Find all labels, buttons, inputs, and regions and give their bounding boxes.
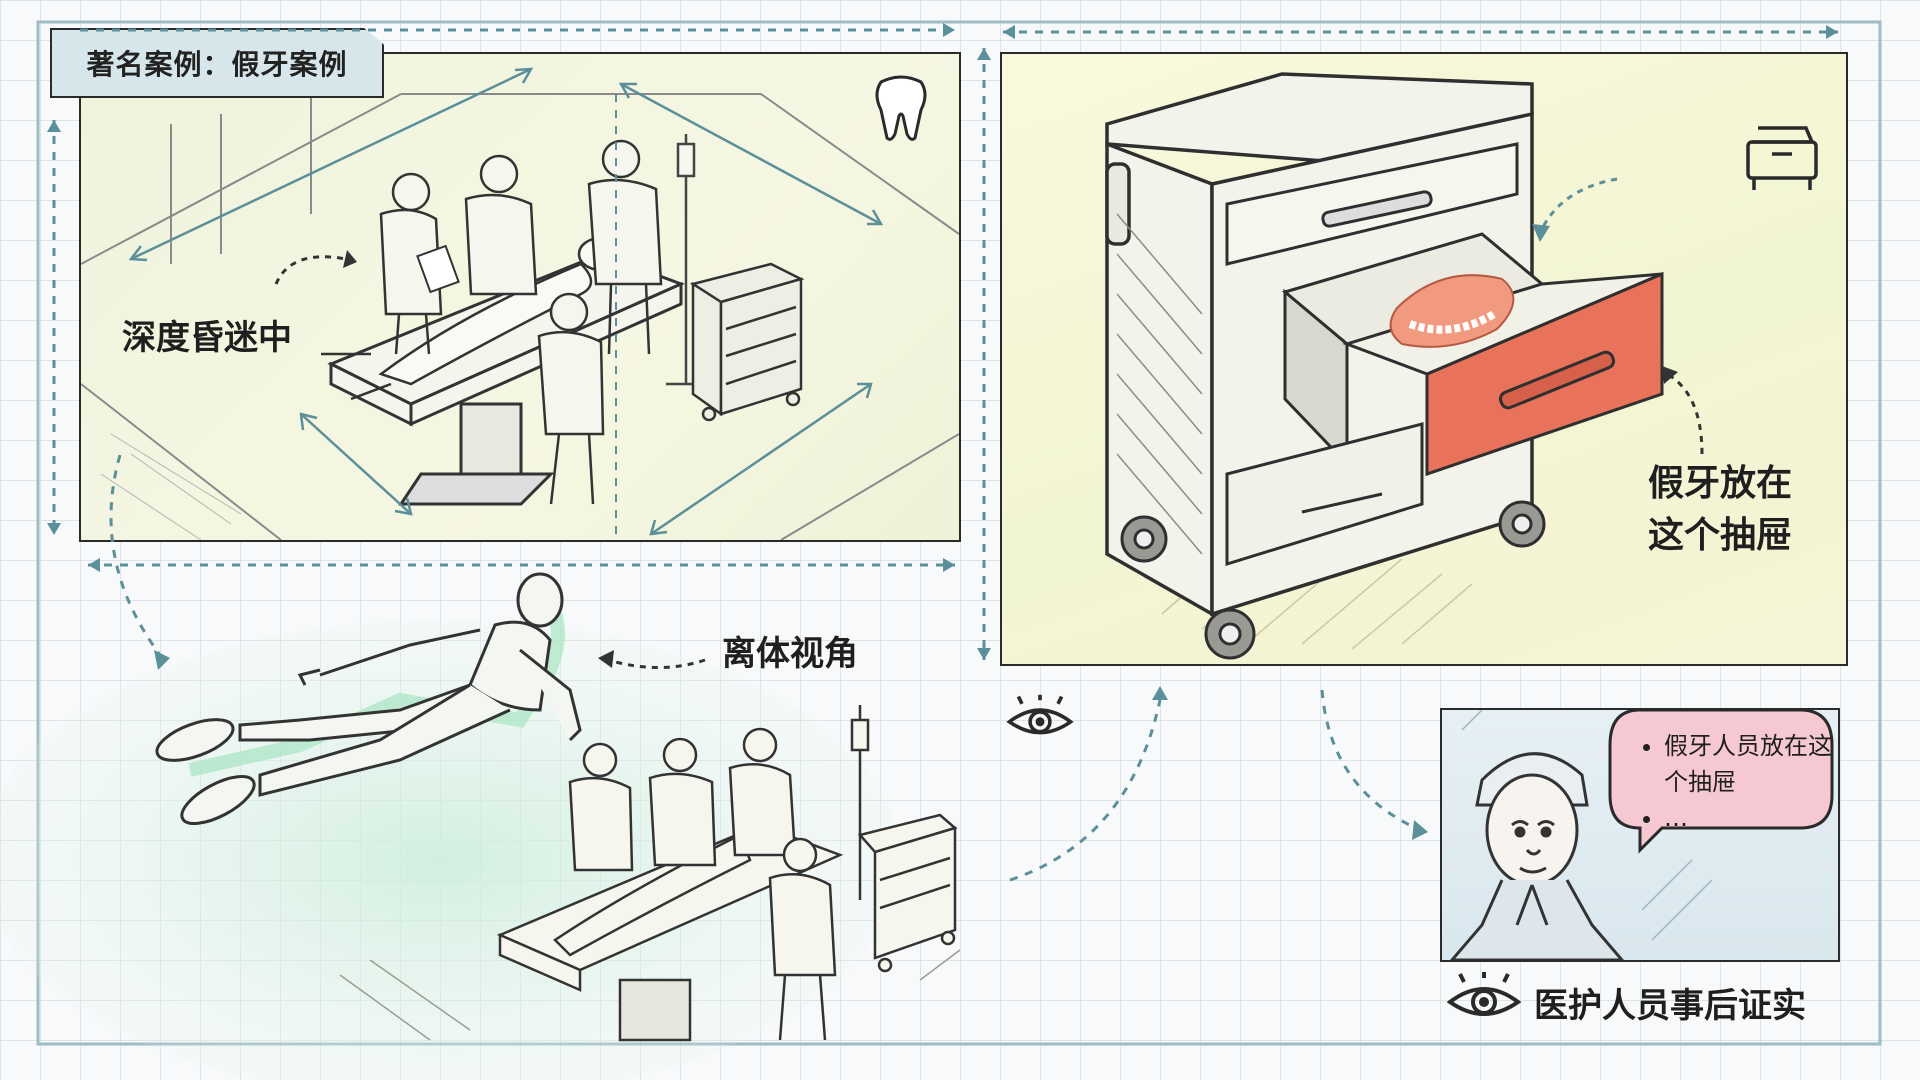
nurse-portrait xyxy=(1450,710,1713,960)
operating-room-panel xyxy=(79,52,961,542)
operating-room-scene xyxy=(81,67,959,540)
drawer-caption-line2: 这个抽屉 xyxy=(1648,515,1793,556)
drawer-cart-panel xyxy=(1000,52,1848,666)
page-title: 著名案例：假牙案例 xyxy=(50,28,384,98)
denture xyxy=(1389,274,1515,348)
eye-icon xyxy=(1446,972,1522,1016)
cart-wheels xyxy=(1120,500,1546,660)
medical-cart-scene xyxy=(1105,72,1704,660)
eye-icon xyxy=(1006,694,1074,735)
page-title-text: 著名案例：假牙案例 xyxy=(86,48,348,81)
out-of-body-caption: 离体视角 xyxy=(722,634,858,674)
out-of-body-scene xyxy=(0,572,961,1080)
speech-bubble-item: … xyxy=(1664,800,1836,836)
speech-bubble-list: 假牙人员放在这个抽屉 … xyxy=(1646,728,1836,836)
speech-bubble-shape xyxy=(1608,708,1834,854)
surgeons xyxy=(379,139,663,505)
operating-room-from-above xyxy=(496,705,958,1042)
confirmation-caption: 医护人员事后证实 xyxy=(1534,986,1806,1026)
drawer-cart-icon xyxy=(1746,126,1818,190)
speech-bubble-item: 假牙人员放在这个抽屉 xyxy=(1664,728,1836,800)
coma-caption: 深度昏迷中 xyxy=(122,318,292,358)
speech-bubble: 假牙人员放在这个抽屉 … xyxy=(1616,716,1836,842)
tooth-icon xyxy=(875,75,927,141)
drawer-caption-line1: 假牙放在 xyxy=(1648,463,1793,504)
drawer-caption: 假牙放在 这个抽屉 xyxy=(1648,458,1792,562)
small-cart xyxy=(689,262,805,422)
floating-figure xyxy=(155,572,582,825)
